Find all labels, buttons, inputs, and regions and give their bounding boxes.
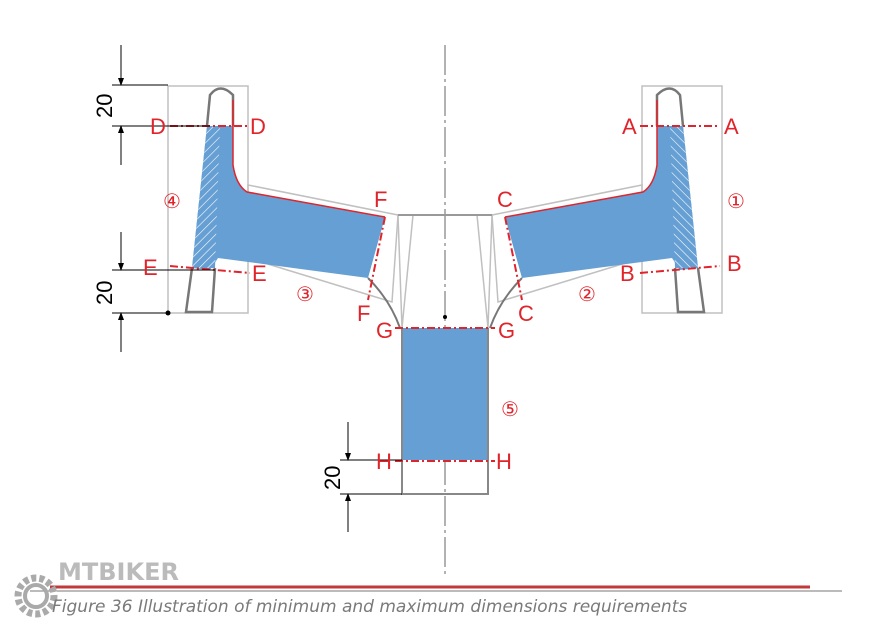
label-c-top: C [497, 187, 513, 212]
label-d-right: D [250, 114, 266, 139]
label-h-right: H [496, 449, 512, 474]
label-b-left: B [620, 261, 635, 286]
label-c-bottom: C [518, 301, 534, 326]
dimension-lines [112, 45, 402, 532]
label-a-right: A [724, 114, 739, 139]
dimension-stem: 20 [320, 466, 345, 490]
zone-5: ⑤ [501, 397, 519, 421]
right-bar [489, 87, 706, 329]
zone-3: ③ [296, 282, 314, 306]
figure-caption: Figure 36 Illustration of minimum and ma… [52, 597, 687, 617]
label-g-right: G [498, 318, 515, 343]
stem [398, 214, 492, 495]
dimension-top-left: 20 [92, 94, 117, 118]
label-f-top: F [374, 187, 387, 212]
label-d-left: D [150, 114, 166, 139]
left-bar [184, 87, 401, 329]
gear-icon [14, 574, 58, 618]
watermark-logo: MTBIKER [14, 558, 179, 618]
label-a-left: A [622, 114, 637, 139]
label-h-left: H [376, 449, 392, 474]
zone-2: ② [578, 282, 596, 306]
watermark-text: MTBIKER [58, 558, 179, 586]
dimension-bottom-left: 20 [92, 281, 117, 305]
label-f-bottom: F [357, 301, 370, 326]
label-e-left: E [143, 255, 158, 280]
zone-4: ④ [163, 189, 181, 213]
zone-1: ① [727, 189, 745, 213]
label-e-right: E [252, 261, 267, 286]
label-g-left: G [376, 318, 393, 343]
label-b-right: B [727, 251, 742, 276]
